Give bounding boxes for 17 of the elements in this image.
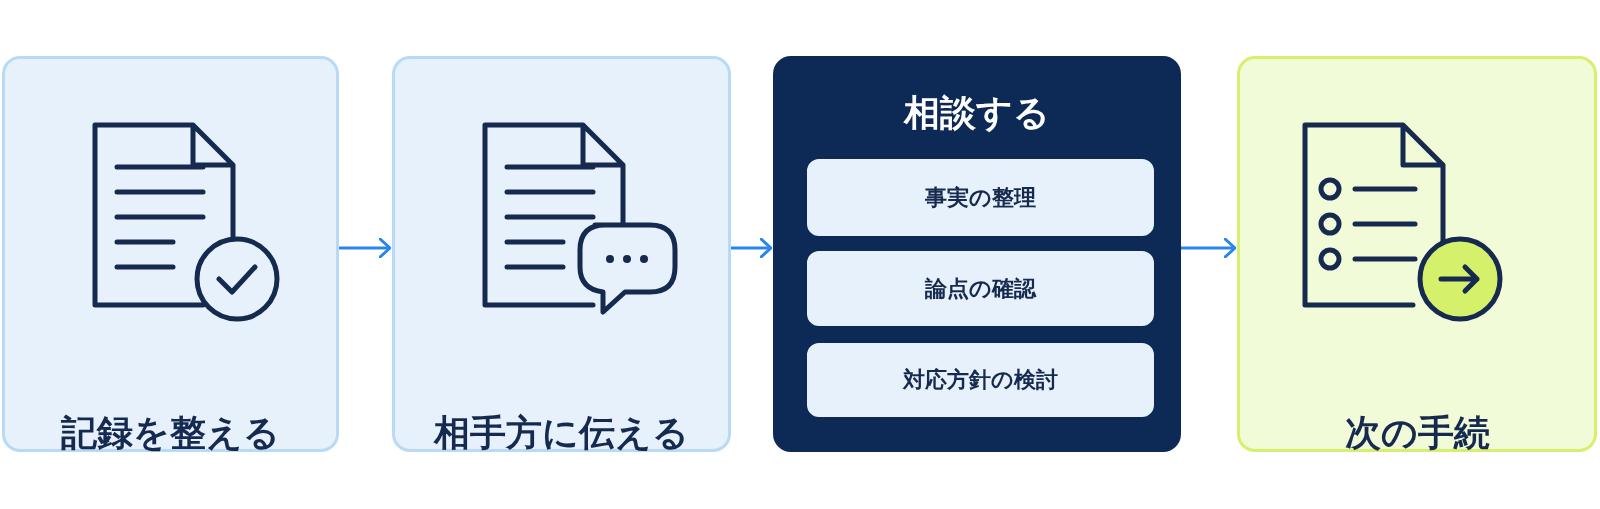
sub-step-label: 対応方針の検討 bbox=[903, 366, 1058, 394]
sub-step-label: 論点の確認 bbox=[925, 274, 1036, 303]
panel-heading: 相談する bbox=[904, 91, 1050, 135]
step-panel bbox=[773, 56, 1181, 452]
step-box bbox=[1237, 56, 1597, 452]
sub-step-label: 事実の整理 bbox=[925, 183, 1036, 212]
step-box bbox=[2, 56, 339, 452]
arrow bbox=[339, 237, 392, 259]
arrow bbox=[731, 237, 773, 259]
step-label: 相手方に伝える bbox=[434, 411, 689, 455]
arrow bbox=[1181, 237, 1237, 259]
sub-step-box bbox=[807, 159, 1154, 236]
sub-step-box bbox=[807, 251, 1154, 326]
step-label: 次の手続 bbox=[1344, 411, 1490, 455]
step-box bbox=[392, 56, 731, 452]
sub-step-box bbox=[807, 343, 1154, 417]
step-label: 記録を整える bbox=[61, 411, 280, 455]
